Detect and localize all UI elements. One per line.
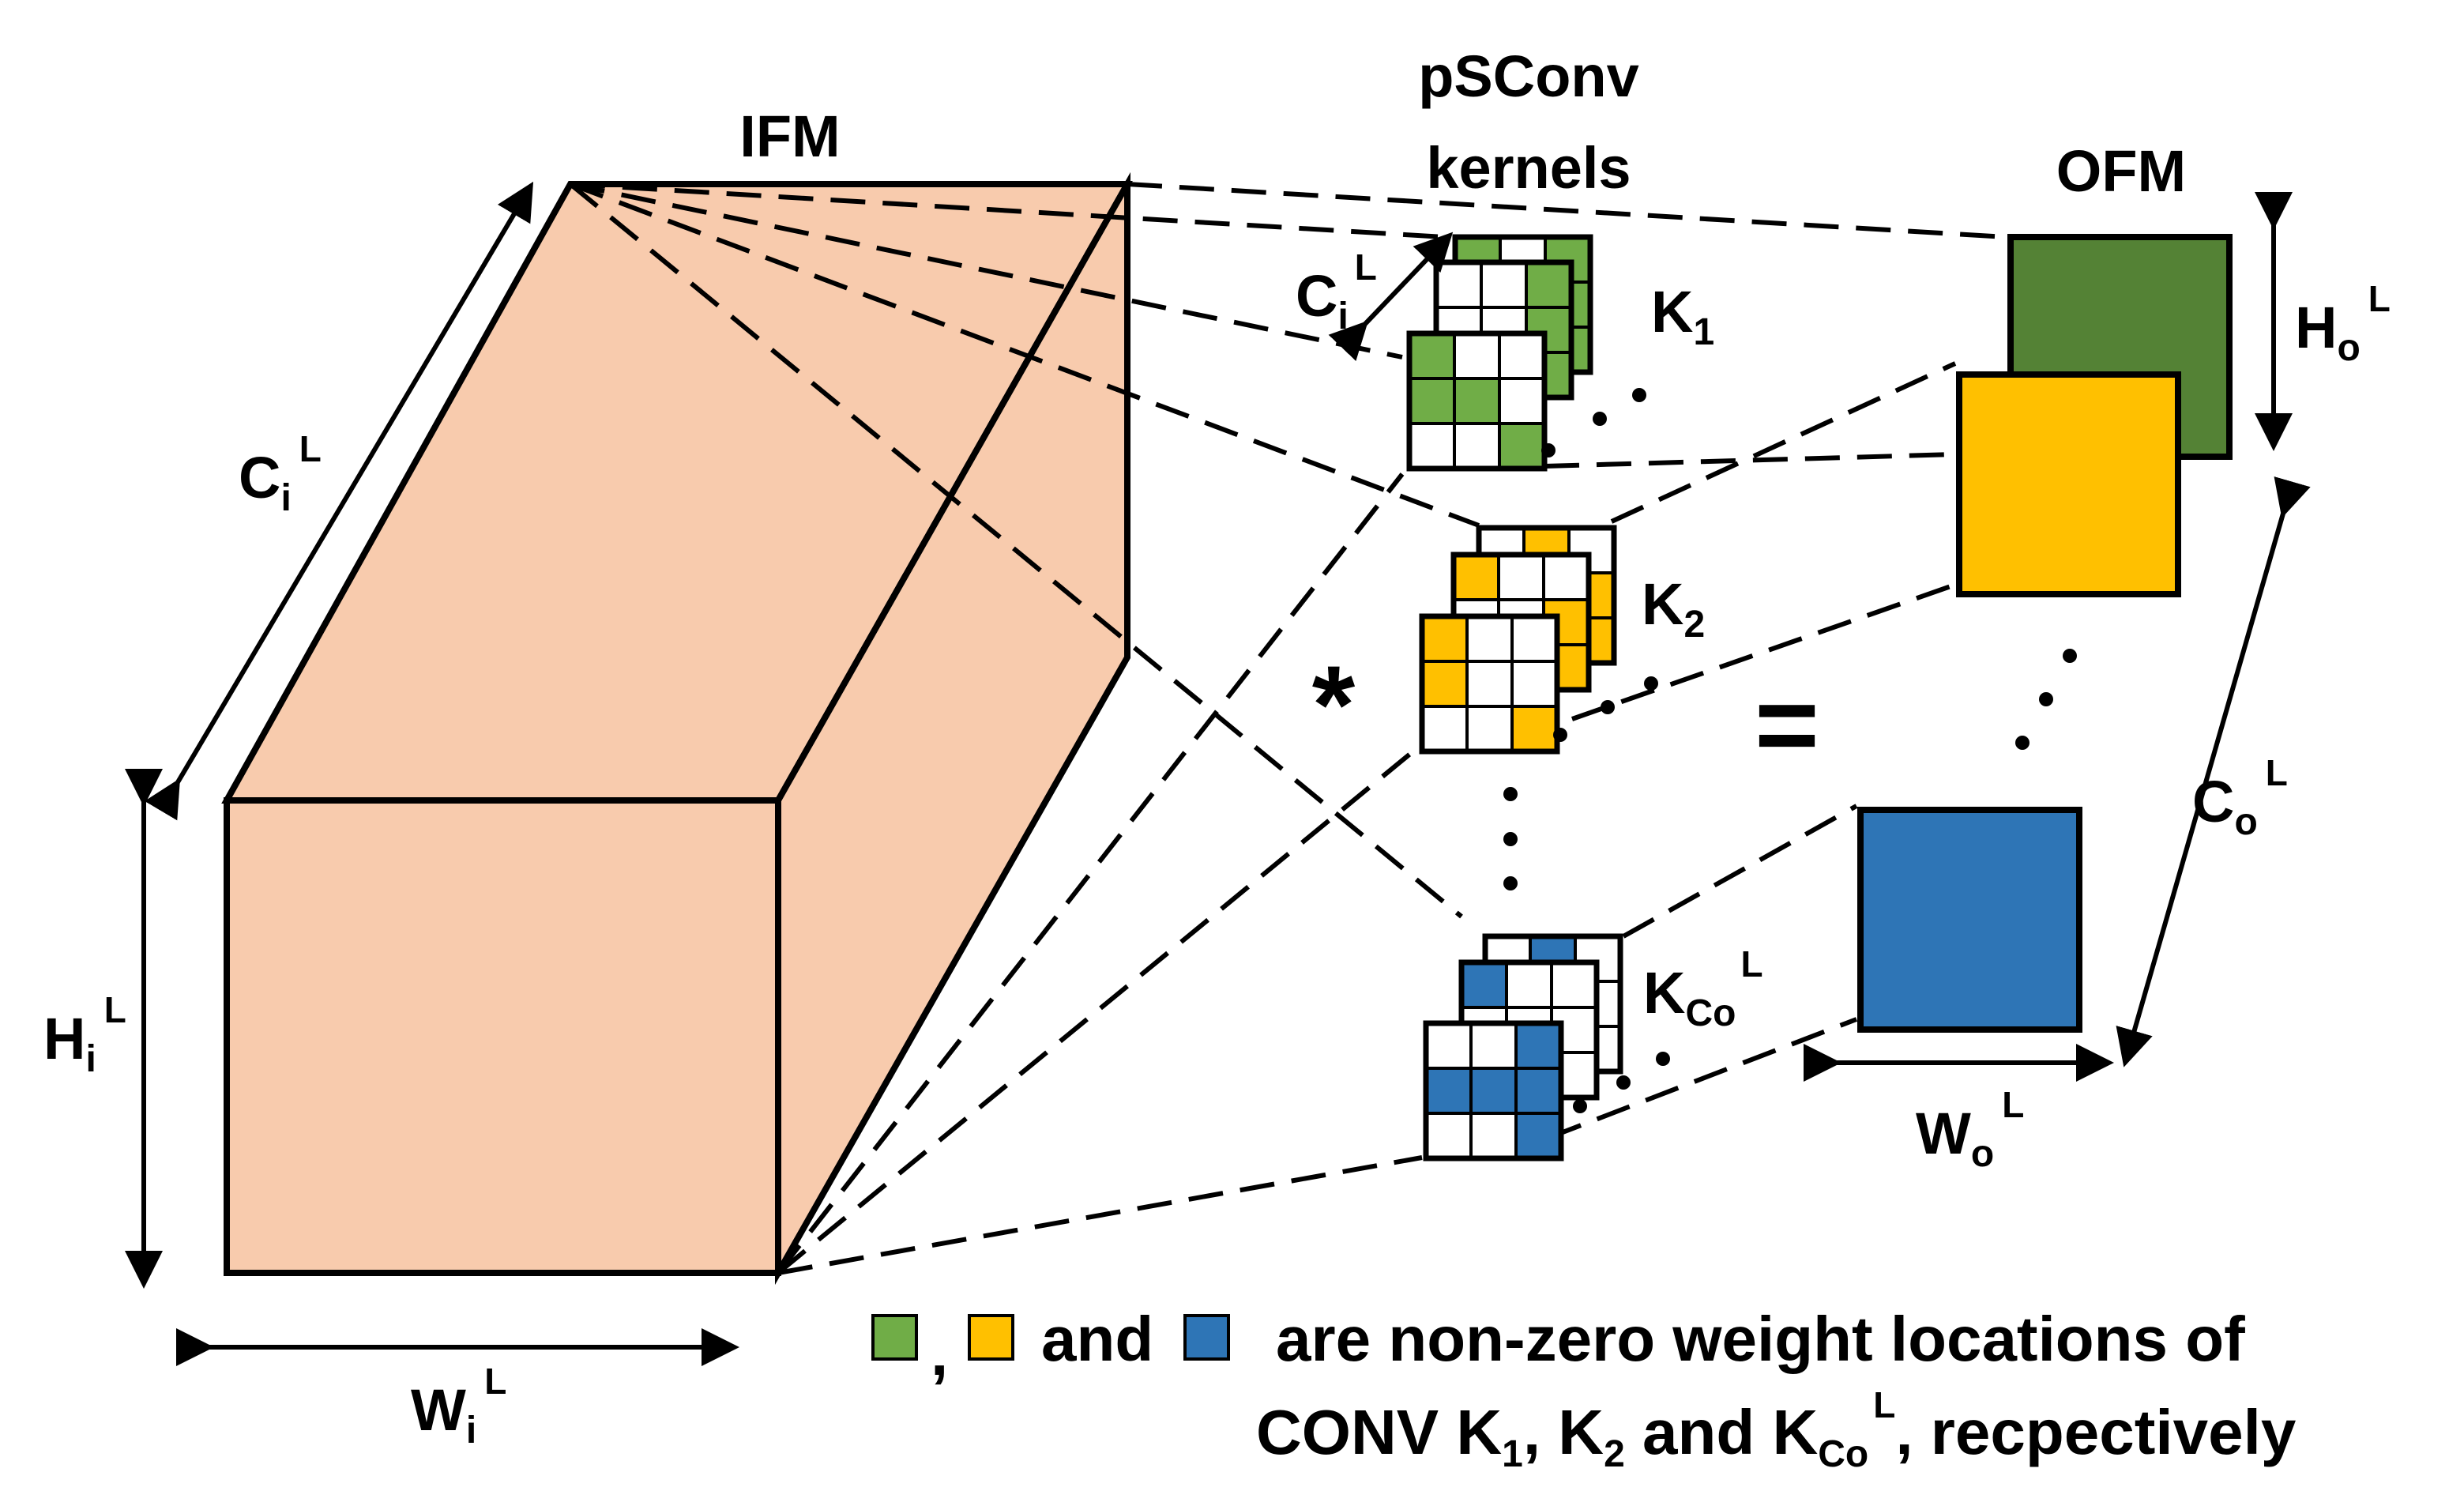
kernel-stacks — [1406, 234, 1623, 1162]
kernel-cell — [1424, 1112, 1473, 1160]
legend-and: and — [1041, 1304, 1153, 1374]
kernel-cell — [1469, 1067, 1518, 1115]
ofm-maps — [1857, 234, 2233, 1033]
ofm-map-k2 — [1956, 371, 2181, 597]
dim-label-wi: WiL — [411, 1361, 506, 1451]
ifm-front-face — [224, 797, 781, 1276]
kernel-cell — [1453, 377, 1501, 425]
kernel-label-k2: K2 — [1642, 571, 1705, 646]
ifm-title: IFM — [739, 104, 840, 169]
kernel-cell — [1408, 377, 1456, 425]
kernel-to-ofm-lines — [1544, 361, 1957, 1140]
kernel-cell — [1498, 332, 1546, 380]
dim-label-wo: WoL — [1916, 1084, 2024, 1175]
legend: , and are non-zero weight locations of C… — [871, 1304, 2297, 1475]
kernel-cell — [1452, 553, 1500, 601]
kernel-cell — [1420, 705, 1469, 753]
kernel-cell — [1550, 961, 1598, 1009]
ifm-projection-lines — [569, 182, 2007, 1275]
kernel-kco-slice — [1423, 1020, 1564, 1162]
equals-operator: = — [1755, 662, 1819, 786]
legend-line2: CONV K1, K2 and KCoL, recpectively — [1256, 1384, 2297, 1475]
kernel-slice-border — [1423, 1020, 1564, 1162]
kernel-slice-border — [1406, 330, 1548, 472]
legend-swatch-blue — [1183, 1314, 1230, 1361]
kernels-title-line2: kernels — [1426, 135, 1631, 201]
kernel-ellipsis-dots — [1503, 388, 1670, 1113]
kernel-cell — [1420, 660, 1469, 708]
kernel-cell — [1514, 1112, 1563, 1160]
kernel-cell — [1514, 1022, 1563, 1070]
dim-label-ho: HoL — [2295, 278, 2391, 369]
kernel-k2-slice — [1419, 613, 1560, 755]
kernel-cell — [1510, 660, 1559, 708]
kernel-cell — [1497, 553, 1545, 601]
kernel-label-kco: KCoL — [1643, 943, 1763, 1034]
legend-swatch-yellow — [968, 1314, 1014, 1361]
ofm-title: OFM — [2056, 138, 2186, 204]
kernel-cell — [1469, 1112, 1518, 1160]
kernel-cell — [1453, 422, 1501, 470]
ifm-cuboid — [221, 171, 1133, 1286]
kernel-cell — [1514, 1067, 1563, 1115]
legend-line1: are non-zero weight locations of — [1276, 1304, 2245, 1374]
dim-label-ci: CiL — [239, 428, 322, 519]
kernel-cell — [1510, 705, 1559, 753]
kernel-cell — [1460, 961, 1508, 1009]
kernel-cell — [1408, 332, 1456, 380]
kernel-k1-slice — [1406, 330, 1548, 472]
legend-comma: , — [931, 1318, 948, 1388]
dimension-arrows — [125, 181, 2311, 1366]
ofm-map-kco — [1857, 807, 2082, 1033]
kernel-label-k1: K1 — [1651, 279, 1714, 353]
kernel-cell — [1408, 422, 1456, 470]
legend-swatch-green — [871, 1314, 918, 1361]
kernel-cell — [1424, 1022, 1473, 1070]
kernel-cell — [1465, 615, 1514, 663]
kernel-cell — [1435, 261, 1483, 309]
kernel-cell — [1465, 660, 1514, 708]
kernels-title-line1: pSConv — [1418, 43, 1639, 109]
kernel-cell — [1424, 1067, 1473, 1115]
kernel-cell — [1480, 261, 1528, 309]
dim-label-ci-kernel: CiL — [1296, 247, 1377, 337]
kernel-cell — [1542, 553, 1590, 601]
convolve-operator: * — [1312, 642, 1356, 766]
dim-label-hi: HiL — [43, 989, 126, 1080]
kernel-cell — [1453, 332, 1501, 380]
kernel-cell — [1510, 615, 1559, 663]
kernel-slice-border — [1419, 613, 1560, 755]
kernel-cell — [1505, 961, 1553, 1009]
kernel-cell — [1420, 615, 1469, 663]
kernel-cell — [1498, 377, 1546, 425]
kernel-cell — [1525, 261, 1573, 309]
dim-label-co: CoL — [2192, 752, 2288, 843]
kernel-cell — [1469, 1022, 1518, 1070]
kernel-cell — [1498, 422, 1546, 470]
kernel-cell — [1465, 705, 1514, 753]
